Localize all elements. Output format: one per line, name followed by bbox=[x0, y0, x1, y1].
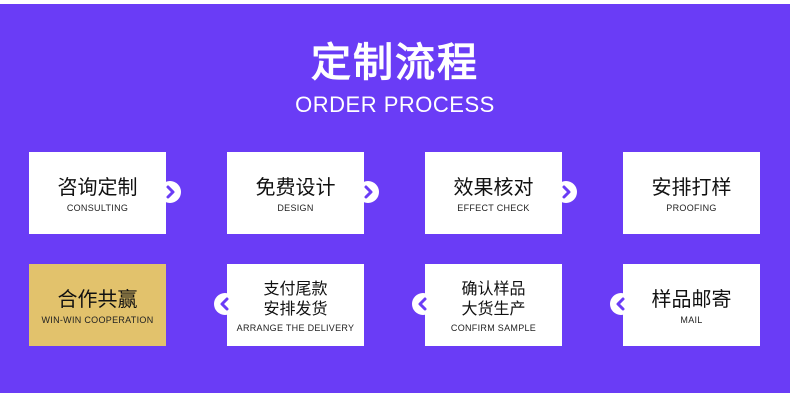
step-subtitle: CONFIRM SAMPLE bbox=[450, 323, 537, 333]
step-subtitle: DESIGN bbox=[277, 203, 314, 213]
step-mail: 样品邮寄 MAIL bbox=[623, 264, 760, 346]
chevron-right-icon bbox=[357, 181, 379, 203]
step-proofing: 安排打样 PROOFING bbox=[623, 152, 760, 234]
step-confirm-sample: 确认样品 大货生产 CONFIRM SAMPLE bbox=[425, 264, 562, 346]
chevron-right-icon bbox=[159, 181, 181, 203]
step-subtitle: ARRANGE THE DELIVERY bbox=[236, 323, 355, 333]
step-subtitle: CONSULTING bbox=[66, 203, 129, 213]
step-title: 免费设计 bbox=[255, 175, 336, 199]
step-title: 效果核对 bbox=[453, 175, 534, 199]
step-title: 样品邮寄 bbox=[651, 287, 732, 311]
step-consulting: 咨询定制 CONSULTING bbox=[29, 152, 166, 234]
step-arrange-delivery: 支付尾款 安排发货 ARRANGE THE DELIVERY bbox=[227, 264, 364, 346]
chevron-left-icon bbox=[214, 293, 236, 315]
step-subtitle: WIN-WIN COOPERATION bbox=[41, 315, 154, 325]
step-design: 免费设计 DESIGN bbox=[227, 152, 364, 234]
chevron-left-icon bbox=[412, 293, 434, 315]
step-title-line1: 支付尾款 bbox=[263, 279, 328, 298]
step-subtitle: PROOFING bbox=[666, 203, 717, 213]
step-win-win-cooperation: 合作共赢 WIN-WIN COOPERATION bbox=[29, 264, 166, 346]
step-effect-check: 效果核对 EFFECT CHECK bbox=[425, 152, 562, 234]
step-title-line2: 安排发货 bbox=[263, 299, 328, 318]
step-title: 合作共赢 bbox=[57, 287, 138, 311]
step-title: 咨询定制 bbox=[57, 175, 138, 199]
step-title: 安排打样 bbox=[651, 175, 732, 199]
chevron-right-icon bbox=[555, 181, 577, 203]
step-subtitle: MAIL bbox=[680, 315, 703, 325]
step-title-line1: 确认样品 bbox=[461, 279, 526, 298]
step-title-line2: 大货生产 bbox=[461, 299, 526, 318]
page-title: 定制流程 bbox=[311, 40, 479, 86]
chevron-left-icon bbox=[610, 293, 632, 315]
step-subtitle: EFFECT CHECK bbox=[457, 203, 530, 213]
page-subtitle: ORDER PROCESS bbox=[295, 92, 495, 117]
